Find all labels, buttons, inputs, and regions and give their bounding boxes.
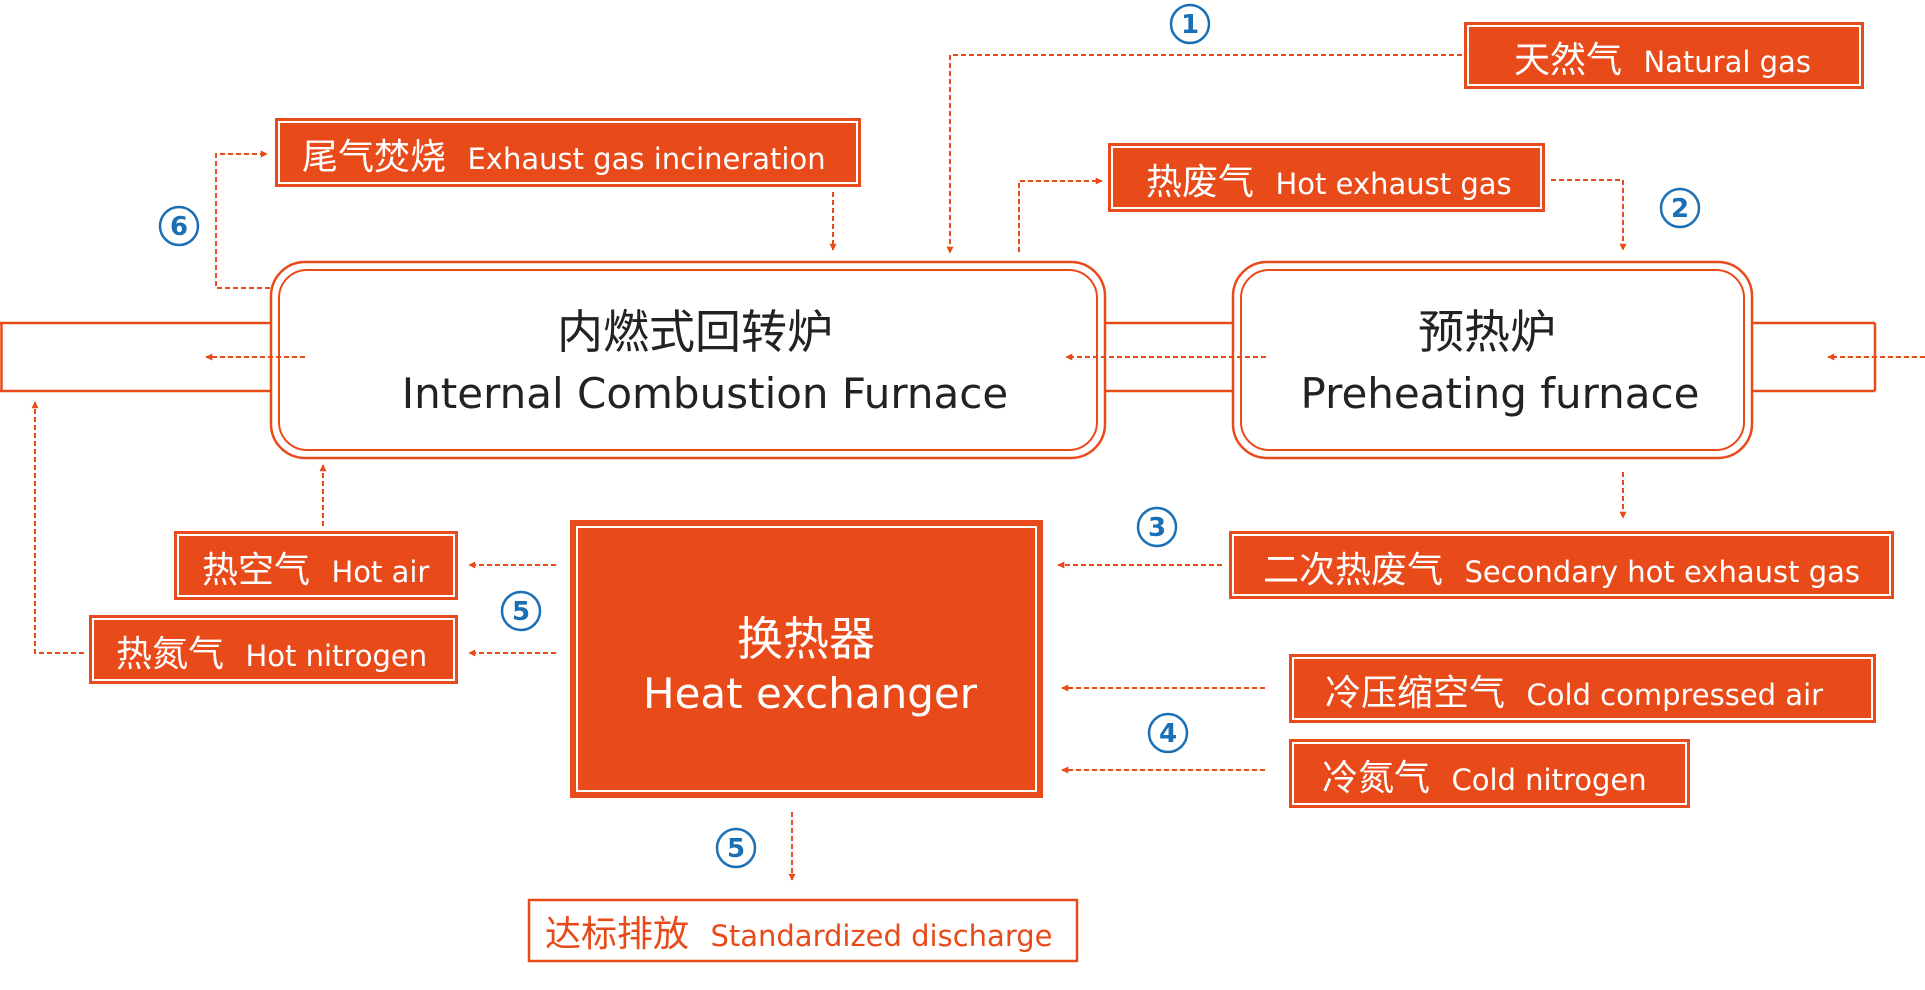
internal-furnace-en: Internal Combustion Furnace (402, 369, 1008, 418)
label-standardized-discharge: 达标排放 Standardized discharge (527, 898, 1079, 963)
arrow-hot-exhaust-to-preheater (1551, 179, 1627, 251)
exhaust-incineration-cn: 尾气焚烧 (302, 137, 446, 178)
svg-text:2: 2 (1671, 194, 1689, 224)
discharge-cn: 达标排放 (545, 914, 689, 955)
hot-exhaust-en: Hot exhaust gas (1275, 167, 1511, 201)
svg-text:冷氮气 Cold nitrogen: 冷氮气 Cold nitrogen (1322, 758, 1647, 799)
arrow-natural-gas (946, 54, 1462, 254)
flow-arrows (31, 54, 1925, 881)
heat-exchanger-en: Heat exchanger (643, 669, 978, 718)
step-marker-5b: 5 (715, 827, 757, 869)
heat-exchanger-cn: 换热器 (737, 612, 875, 666)
internal-furnace-cn: 内燃式回转炉 (557, 305, 833, 359)
secondary-exhaust-cn: 二次热废气 (1263, 550, 1443, 591)
natural-gas-en: Natural gas (1643, 45, 1810, 79)
svg-text:热氮气 Hot nitrogen: 热氮气 Hot nitrogen (116, 634, 427, 675)
label-cold-nitrogen: 冷氮气 Cold nitrogen (1289, 739, 1690, 808)
heat-exchanger: 换热器 Heat exchanger (570, 520, 1043, 798)
step-marker-6: 6 (158, 205, 200, 247)
secondary-exhaust-en: Secondary hot exhaust gas (1464, 555, 1860, 589)
step-marker-3: 3 (1136, 506, 1178, 548)
svg-text:3: 3 (1148, 513, 1166, 543)
svg-text:6: 6 (170, 212, 188, 242)
hot-nitrogen-cn: 热氮气 (116, 634, 224, 675)
preheating-furnace-cn: 预热炉 (1418, 305, 1556, 359)
discharge-en: Standardized discharge (710, 919, 1052, 953)
label-hot-exhaust-gas: 热废气 Hot exhaust gas (1108, 143, 1545, 212)
arrow-hot-nitrogen-to-outlet (31, 401, 84, 654)
cold-nitrogen-en: Cold nitrogen (1451, 763, 1646, 797)
step-marker-2: 2 (1659, 187, 1701, 229)
preheating-furnace-en: Preheating furnace (1301, 369, 1700, 418)
svg-text:二次热废气 Secondary hot exha: 二次热废气 Secondary hot exhaust gas (1263, 550, 1860, 591)
label-natural-gas: 天然气 Natural gas (1464, 22, 1864, 89)
hot-nitrogen-en: Hot nitrogen (245, 639, 427, 673)
step-marker-1: 1 (1169, 3, 1211, 45)
arrow-furnace-to-incineration (215, 150, 270, 289)
hot-exhaust-cn: 热废气 (1146, 162, 1254, 203)
internal-combustion-furnace: 内燃式回转炉 Internal Combustion Furnace (269, 260, 1107, 460)
exhaust-incineration-en: Exhaust gas incineration (467, 142, 825, 176)
svg-text:4: 4 (1159, 719, 1177, 749)
preheating-furnace: 预热炉 Preheating furnace (1231, 260, 1754, 460)
svg-text:冷压缩空气 Cold compressed ai: 冷压缩空气 Cold compressed air (1325, 673, 1823, 714)
rotary-tube (0, 321, 1877, 393)
hot-air-en: Hot air (331, 555, 429, 589)
label-exhaust-incineration: 尾气焚烧 Exhaust gas incineration (275, 118, 861, 187)
cold-air-cn: 冷压缩空气 (1325, 673, 1505, 714)
step-markers: 1 2 3 4 5 5 6 (158, 3, 1701, 869)
svg-text:热废气 Hot exhaust gas: 热废气 Hot exhaust gas (1146, 162, 1512, 203)
arrow-furnace-to-hot-exhaust (1018, 177, 1103, 252)
svg-text:热空气 Hot air: 热空气 Hot air (202, 550, 429, 591)
cold-nitrogen-cn: 冷氮气 (1322, 758, 1430, 799)
label-hot-air: 热空气 Hot air (174, 531, 458, 600)
natural-gas-cn: 天然气 (1514, 40, 1622, 81)
hot-air-cn: 热空气 (202, 550, 310, 591)
cold-air-en: Cold compressed air (1526, 678, 1823, 712)
svg-text:天然气 Natural gas: 天然气 Natural gas (1514, 40, 1811, 81)
svg-text:尾气焚烧 Exhaust gas inciner: 尾气焚烧 Exhaust gas incineration (302, 137, 826, 178)
step-marker-4: 4 (1147, 712, 1189, 754)
svg-text:达标排放 Standardized discha: 达标排放 Standardized discharge (545, 914, 1052, 955)
step-marker-5a: 5 (500, 590, 542, 632)
label-hot-nitrogen: 热氮气 Hot nitrogen (89, 615, 458, 684)
svg-text:5: 5 (727, 834, 745, 864)
svg-text:5: 5 (512, 597, 530, 627)
svg-text:1: 1 (1181, 10, 1199, 40)
label-secondary-hot-exhaust-gas: 二次热废气 Secondary hot exhaust gas (1229, 531, 1894, 599)
label-cold-compressed-air: 冷压缩空气 Cold compressed air (1289, 654, 1876, 723)
